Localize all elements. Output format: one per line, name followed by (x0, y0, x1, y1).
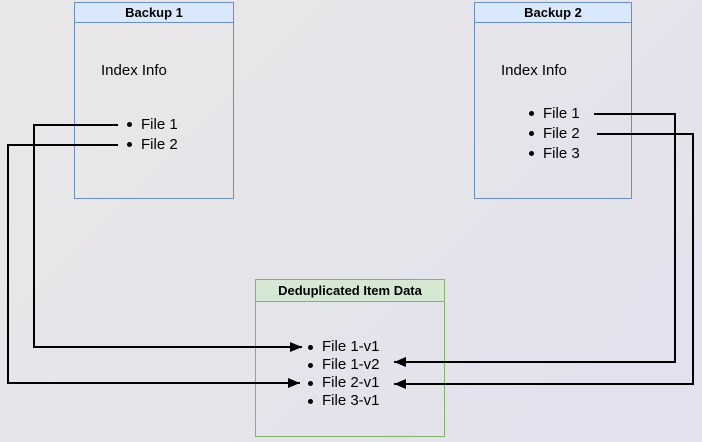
list-item: File 3-v1 (308, 392, 380, 410)
list-item: File 1 (529, 104, 580, 124)
list-item: File 1 (127, 115, 178, 135)
backup2-box: Backup 2 Index Info File 1 File 2 File 3 (474, 2, 632, 199)
backup1-file-list: File 1 File 2 (127, 115, 178, 155)
list-item: File 2 (127, 135, 178, 155)
backup1-index-info-label: Index Info (101, 62, 167, 79)
list-item: File 1-v1 (308, 338, 380, 356)
backup1-box: Backup 1 Index Info File 1 File 2 (74, 2, 234, 199)
backup2-index-info-label: Index Info (501, 62, 567, 79)
deduplicated-item-data-box: Deduplicated Item Data File 1-v1 File 1-… (255, 279, 445, 437)
list-item: File 2 (529, 124, 580, 144)
list-item: File 3 (529, 144, 580, 164)
backup2-title: Backup 2 (475, 3, 631, 23)
dedup-file-list: File 1-v1 File 1-v2 File 2-v1 File 3-v1 (308, 338, 380, 410)
list-item: File 1-v2 (308, 356, 380, 374)
dedup-title: Deduplicated Item Data (256, 280, 444, 302)
list-item: File 2-v1 (308, 374, 380, 392)
backup1-title: Backup 1 (75, 3, 233, 23)
backup2-file-list: File 1 File 2 File 3 (529, 104, 580, 164)
